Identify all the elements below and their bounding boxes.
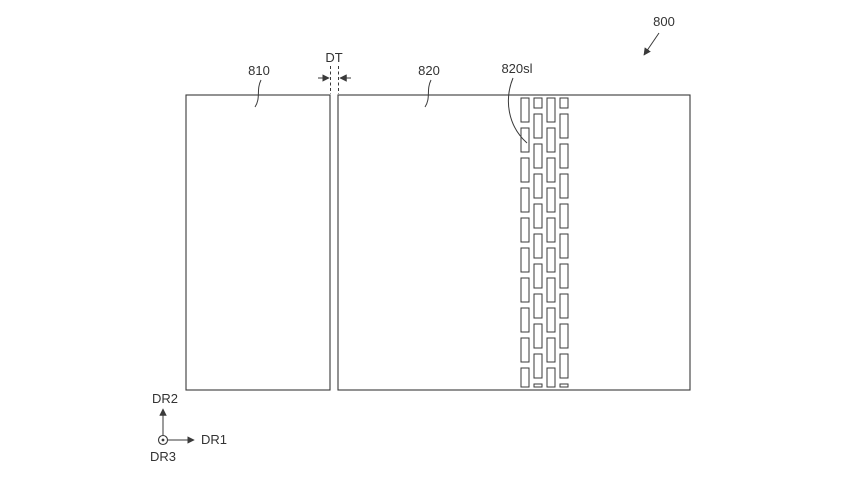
axis-dr1-label: DR1 — [201, 432, 227, 447]
panel-810-label: 810 — [248, 63, 270, 78]
figure-reference-label: 800 — [653, 14, 675, 29]
figure-reference-arrow — [643, 32, 660, 56]
panel-820-label: 820 — [418, 63, 440, 78]
axis-dr2-label: DR2 — [152, 391, 178, 406]
leader-line-810 — [254, 79, 262, 108]
slit-pattern — [520, 97, 569, 388]
slit-label: 820sl — [501, 61, 532, 76]
axis-dr3-dot — [161, 438, 165, 442]
leader-line-slits — [507, 77, 528, 144]
gap-dimension: DT — [318, 50, 351, 94]
leader-line-820 — [424, 79, 432, 108]
gap-dimension-label: DT — [325, 50, 342, 65]
panel-820-rect — [337, 94, 691, 391]
panel-810-rect — [185, 94, 331, 391]
axis-dr3-label: DR3 — [150, 449, 176, 464]
axis-indicator: DR2 DR1 DR3 — [150, 391, 227, 464]
